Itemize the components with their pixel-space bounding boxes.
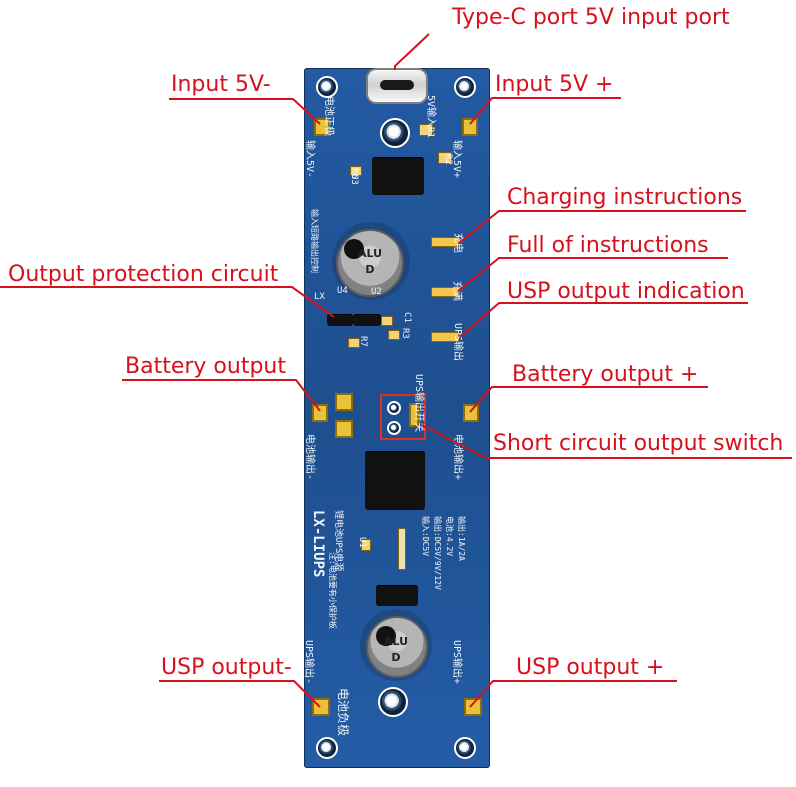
- label-short-circuit-switch: Short circuit output switch: [493, 431, 784, 456]
- electrolytic-cap-top-label-2: D: [365, 263, 375, 276]
- short-circuit-switch-callout-line: [421, 424, 792, 459]
- pad-input-plus: [462, 118, 478, 136]
- resistor-r1: [419, 124, 433, 136]
- label-input-plus: Input 5V +: [495, 72, 614, 97]
- ic-u3: [372, 157, 424, 195]
- full-callout-line: [457, 257, 728, 292]
- silk-u2: U2: [371, 287, 382, 297]
- output-protection-callout-line: [0, 286, 335, 318]
- label-usp-output-plus: USP output +: [516, 655, 665, 680]
- led-usp-output: [431, 332, 459, 342]
- label-usp-output-minus: USP output-: [161, 655, 292, 680]
- type-c-port: [366, 68, 428, 104]
- electrolytic-cap-top-label-1: ALU: [357, 247, 383, 260]
- inductor: [365, 451, 425, 510]
- via-bottom: [378, 687, 408, 717]
- electrolytic-cap-bottom-stripe: [376, 626, 396, 646]
- mount-hole-bottom-right: [454, 737, 476, 759]
- mount-hole-top-left: [316, 76, 338, 98]
- pad-battery-output-minus: [312, 404, 328, 422]
- label-usp-output-indication: USP output indication: [507, 279, 745, 304]
- electrolytic-cap-bottom-label-2: D: [391, 651, 401, 664]
- input-plus-callout-line: [469, 97, 621, 125]
- resistor-u1: [361, 539, 371, 551]
- ic-lower-small: [376, 585, 418, 606]
- silk-u4: U4: [337, 286, 348, 296]
- electrolytic-cap-top-shadow: [332, 222, 410, 300]
- usp-output-minus-callout-line: [159, 680, 321, 708]
- electrolytic-cap-bottom: [366, 616, 428, 678]
- resistor-r3: [388, 330, 400, 340]
- label-full-instructions: Full of instructions: [507, 233, 709, 258]
- silk-lx: LX: [314, 292, 325, 302]
- resistor-r2: [438, 152, 452, 164]
- via-top: [380, 118, 410, 148]
- resistor-array: [398, 528, 406, 570]
- pad-battery-output-plus: [463, 404, 479, 422]
- input-minus-callout-line: [169, 98, 321, 125]
- led-full: [431, 287, 459, 297]
- usp-output-plus-callout-line: [469, 680, 677, 708]
- electrolytic-cap-bottom-shadow: [360, 609, 432, 681]
- resistor-r7: [348, 338, 360, 348]
- switch-hole-1: [387, 401, 401, 415]
- label-input-minus: Input 5V-: [171, 72, 271, 97]
- type-c-port-opening: [380, 80, 414, 90]
- typec-callout-line: [394, 33, 430, 70]
- ic-u2: [353, 314, 381, 326]
- pad-battery-term-b: [335, 420, 353, 438]
- battery-output-minus-callout-line: [122, 379, 321, 412]
- mount-hole-bottom-left: [316, 737, 338, 759]
- cap-c1: [381, 316, 393, 326]
- mount-hole-top-right: [454, 76, 476, 98]
- label-output-protection: Output protection circuit: [8, 262, 279, 287]
- resistor-r6: [350, 166, 362, 176]
- short-circuit-switch-box: [380, 394, 426, 440]
- label-typec-port: Type-C port 5V input port: [452, 5, 730, 30]
- label-battery-output-plus: Battery output +: [512, 362, 699, 387]
- charging-callout-line: [458, 210, 746, 244]
- electrolytic-cap-bottom-label-1: ALU: [383, 635, 409, 648]
- electrolytic-cap-top-stripe: [344, 239, 364, 259]
- pad-usp-output-plus: [464, 698, 482, 716]
- switch-pad: [409, 403, 419, 427]
- battery-output-plus-callout-line: [469, 386, 708, 413]
- led-charging: [431, 237, 459, 247]
- switch-hole-2: [387, 421, 401, 435]
- label-charging-instructions: Charging instructions: [507, 185, 743, 210]
- label-battery-output-minus: Battery output: [125, 354, 286, 379]
- usp-output-indication-callout-line: [459, 302, 748, 338]
- pad-battery-term-a: [335, 393, 353, 411]
